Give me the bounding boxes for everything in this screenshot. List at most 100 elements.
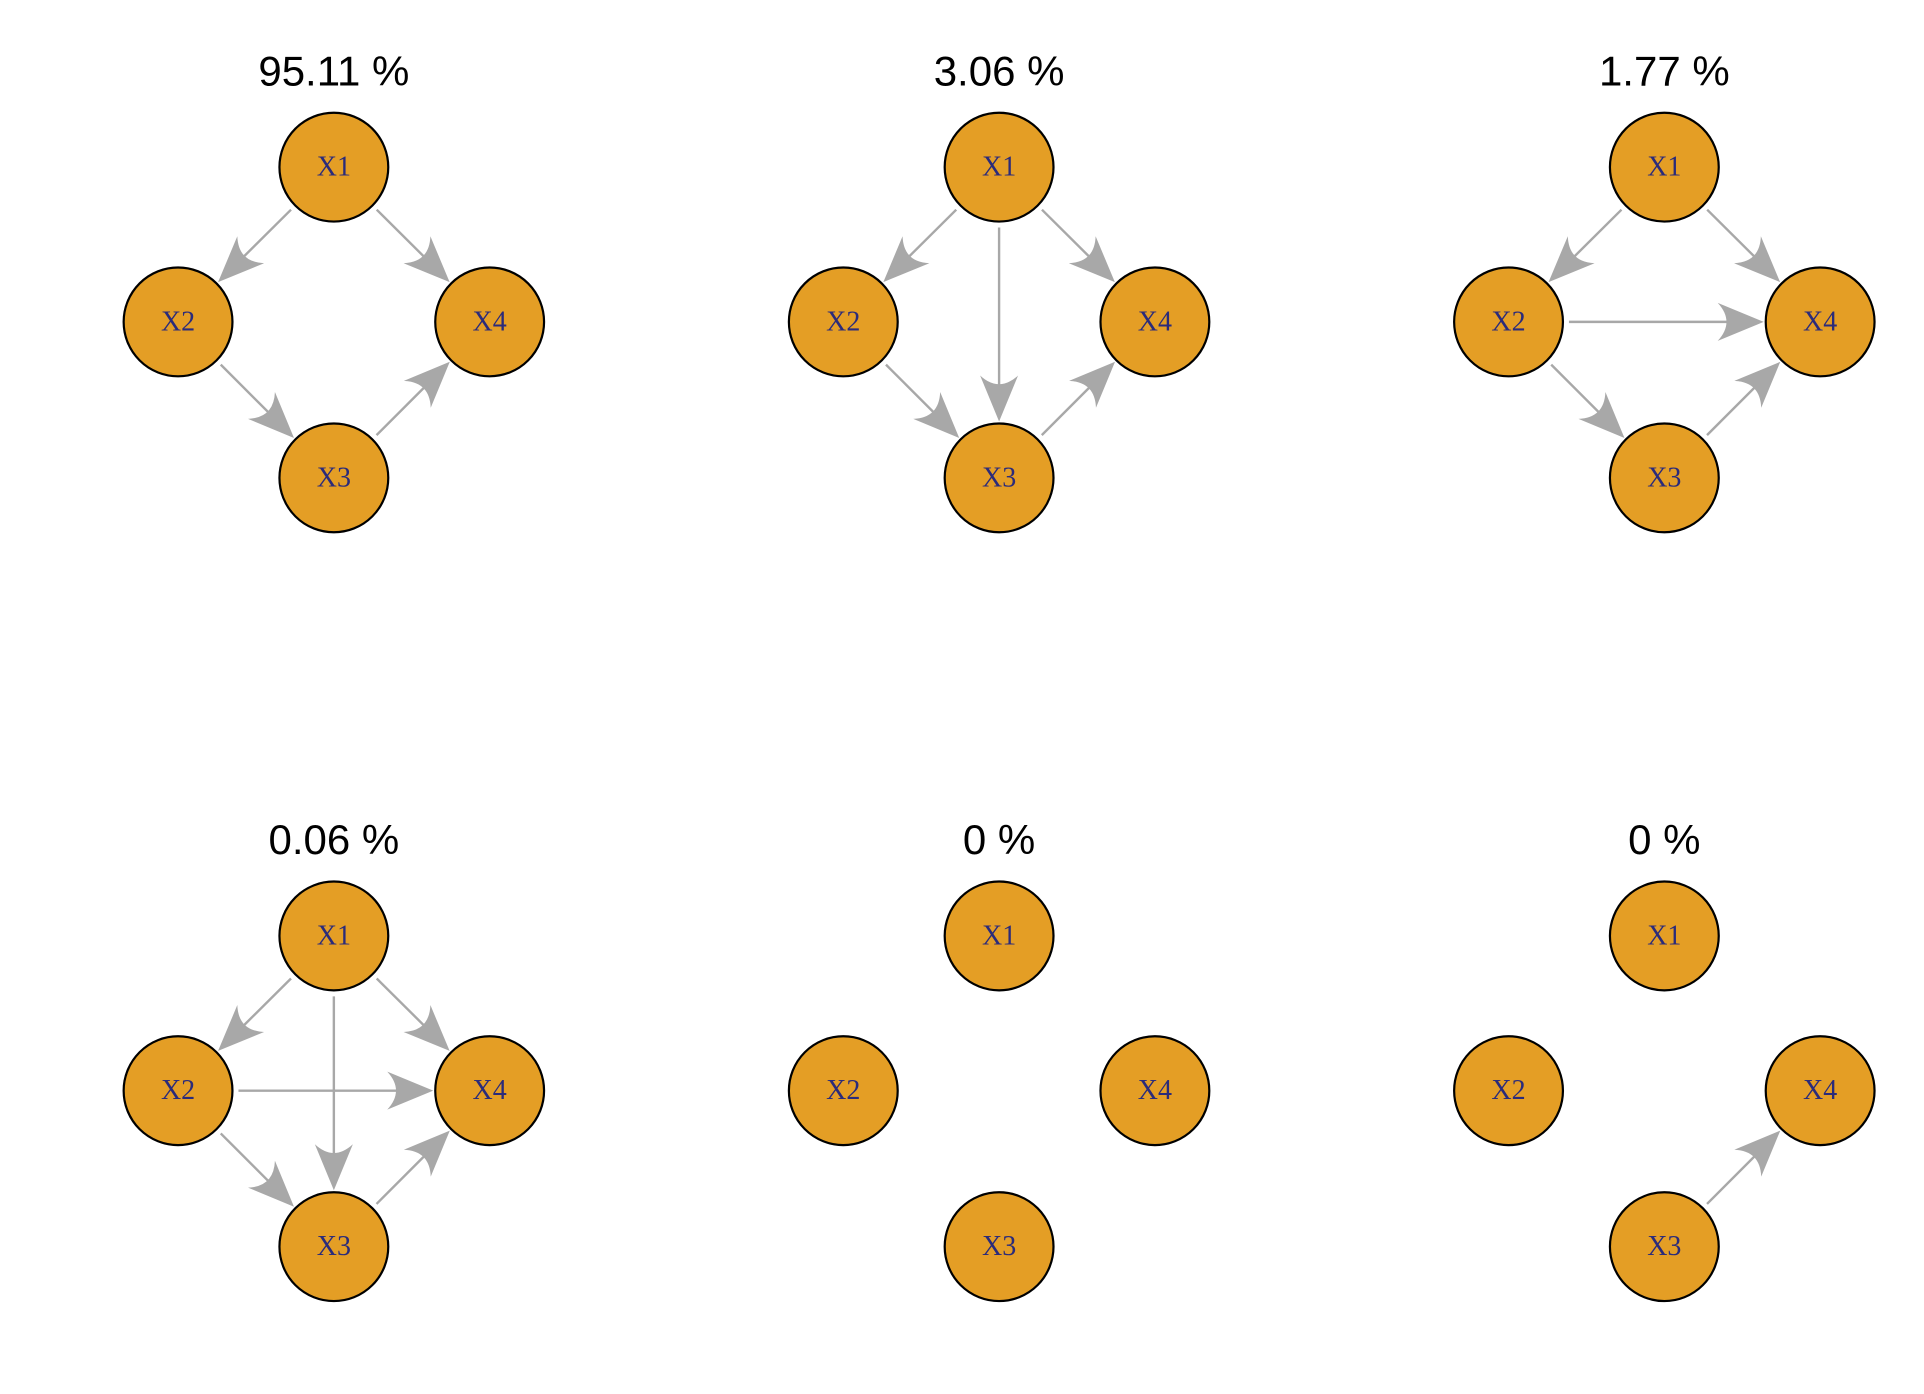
arrowhead-x3-x4 bbox=[1734, 361, 1781, 408]
edge-x2-x3 bbox=[885, 363, 940, 419]
edge-x1-x2 bbox=[237, 977, 292, 1032]
node-x3 bbox=[278, 1191, 390, 1303]
edge-x1-x2 bbox=[902, 208, 958, 263]
arrowhead-x1-x4 bbox=[1068, 236, 1115, 283]
arrowhead-x1-x2 bbox=[1548, 236, 1595, 283]
panel-title: 0.06 % bbox=[268, 816, 399, 863]
edge-x3-x4 bbox=[1706, 381, 1761, 436]
arrowhead-x3-x4 bbox=[403, 1130, 450, 1177]
edge-layer bbox=[218, 208, 450, 438]
arrowhead-x1-x3 bbox=[980, 375, 1019, 422]
node-label-x1: X1 bbox=[1647, 920, 1681, 951]
node-label-x2: X2 bbox=[161, 306, 195, 337]
node-label-x2: X2 bbox=[1491, 1075, 1525, 1106]
edge-x2-x3 bbox=[219, 363, 275, 419]
node-label-x2: X2 bbox=[161, 1075, 195, 1106]
arrowhead-x1-x4 bbox=[1734, 236, 1781, 283]
edge-x3-x4 bbox=[375, 381, 431, 436]
node-label-x4: X4 bbox=[1803, 1075, 1837, 1106]
edge-x2-x3 bbox=[219, 1132, 275, 1188]
node-x2 bbox=[787, 1035, 899, 1147]
node-label-x4: X4 bbox=[473, 306, 507, 337]
arrowhead-x2-x3 bbox=[913, 391, 960, 438]
node-label-x2: X2 bbox=[1491, 306, 1525, 337]
arrowhead-x2-x4 bbox=[387, 1071, 434, 1110]
panel-title: 0 % bbox=[963, 816, 1035, 863]
arrowhead-x3-x4 bbox=[1069, 361, 1116, 408]
node-label-x1: X1 bbox=[317, 152, 351, 183]
node-x1 bbox=[1608, 111, 1720, 223]
panel-title: 3.06 % bbox=[934, 47, 1065, 94]
node-x1 bbox=[943, 111, 1055, 223]
edge-x1-x2 bbox=[1567, 208, 1623, 263]
node-label-x2: X2 bbox=[826, 1075, 860, 1106]
arrowhead-x1-x3 bbox=[314, 1144, 353, 1191]
arrowhead-x3-x4 bbox=[1734, 1130, 1781, 1177]
edge-layer bbox=[218, 977, 450, 1207]
node-x3 bbox=[943, 422, 1055, 534]
arrowhead-x2-x3 bbox=[248, 391, 294, 438]
edge-x1-x4 bbox=[1706, 208, 1761, 263]
node-label-x3: X3 bbox=[1647, 1231, 1681, 1262]
edge-x1-x2 bbox=[237, 208, 292, 263]
edge-layer bbox=[1548, 208, 1781, 438]
arrowhead-x2-x3 bbox=[248, 1160, 294, 1207]
node-label-x1: X1 bbox=[317, 920, 351, 951]
edge-layer bbox=[1706, 1130, 1781, 1205]
node-x3 bbox=[1608, 1191, 1720, 1303]
edge-x1-x4 bbox=[375, 208, 431, 263]
node-x4 bbox=[1099, 1035, 1211, 1147]
node-x4 bbox=[434, 266, 546, 378]
arrowhead-x2-x3 bbox=[1578, 391, 1625, 438]
node-label-x1: X1 bbox=[982, 152, 1016, 183]
node-x3 bbox=[278, 422, 390, 534]
edge-x1-x4 bbox=[1041, 208, 1096, 263]
edge-x1-x4 bbox=[375, 977, 431, 1032]
node-x4 bbox=[1764, 1035, 1876, 1147]
node-x1 bbox=[1608, 880, 1720, 992]
node-x4 bbox=[434, 1035, 546, 1147]
node-x4 bbox=[1099, 266, 1211, 378]
node-x2 bbox=[787, 266, 899, 378]
node-label-x3: X3 bbox=[982, 462, 1016, 493]
edge-x3-x4 bbox=[375, 1149, 431, 1205]
node-label-x3: X3 bbox=[317, 462, 351, 493]
panel-title: 1.77 % bbox=[1599, 47, 1730, 94]
arrowhead-x1-x2 bbox=[218, 1005, 265, 1051]
node-label-x1: X1 bbox=[982, 920, 1016, 951]
node-x2 bbox=[1453, 266, 1565, 378]
arrowhead-x1-x4 bbox=[403, 1005, 450, 1051]
node-x2 bbox=[122, 1035, 234, 1147]
node-label-x3: X3 bbox=[982, 1231, 1016, 1262]
node-x3 bbox=[1608, 422, 1720, 534]
node-x1 bbox=[278, 111, 390, 223]
panel-title: 0 % bbox=[1628, 816, 1700, 863]
panel-title: 95.11 % bbox=[258, 47, 409, 94]
arrowhead-x1-x4 bbox=[403, 236, 450, 283]
node-x2 bbox=[122, 266, 234, 378]
node-label-x4: X4 bbox=[1138, 1075, 1172, 1106]
arrowhead-x3-x4 bbox=[403, 361, 450, 408]
edge-x2-x3 bbox=[1550, 363, 1606, 419]
node-x4 bbox=[1764, 266, 1876, 378]
arrowhead-x2-x4 bbox=[1717, 302, 1764, 341]
node-label-x4: X4 bbox=[1803, 306, 1837, 337]
edge-layer bbox=[883, 208, 1116, 438]
edge-x3-x4 bbox=[1040, 381, 1096, 436]
arrowhead-x1-x2 bbox=[883, 236, 930, 283]
node-x2 bbox=[1453, 1035, 1565, 1147]
node-label-x3: X3 bbox=[1647, 462, 1681, 493]
